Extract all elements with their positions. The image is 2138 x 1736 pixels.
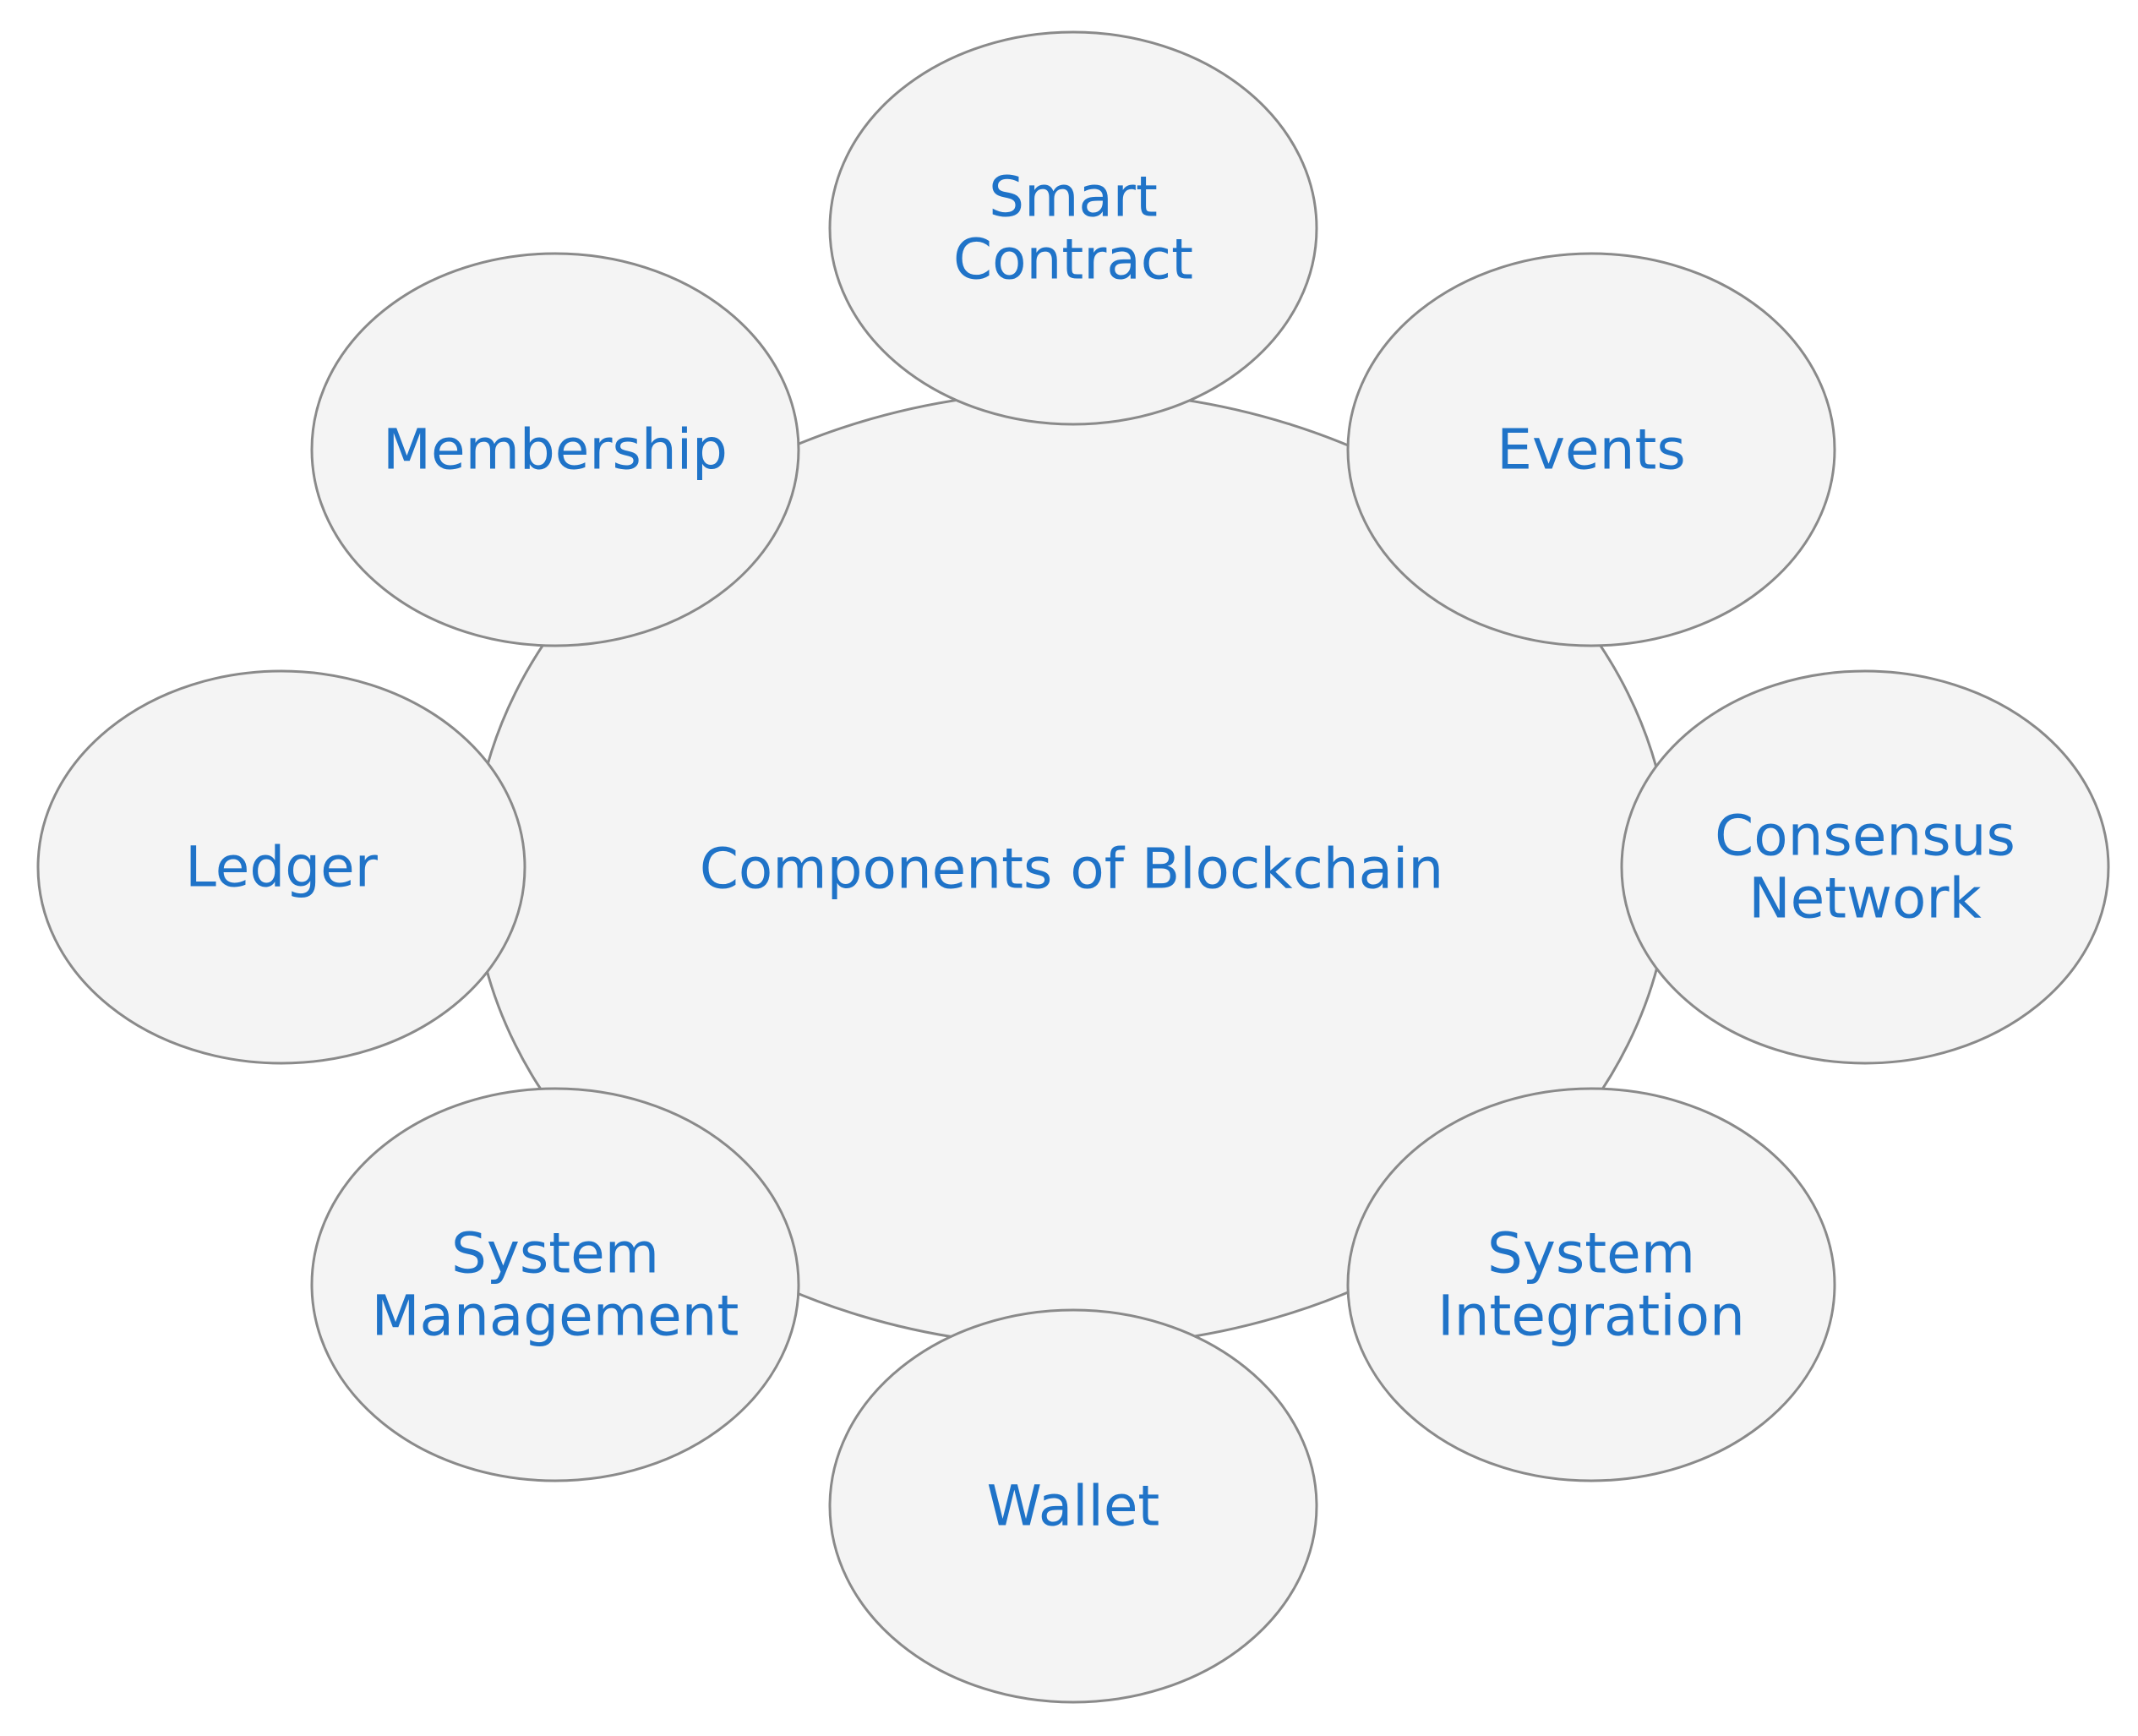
component-circle-consensus-network <box>1620 669 2110 1065</box>
component-circle-smart-contract <box>828 30 1318 426</box>
component-label-events: Events <box>1497 418 1685 483</box>
component-circle-membership <box>310 252 800 647</box>
component-label-consensus-network-line-2: Network <box>1748 866 1982 931</box>
component-label-system-integration-line-2: Integration <box>1437 1284 1745 1349</box>
center-node: Components of Blockchain <box>472 390 1672 1348</box>
center-label: Components of Blockchain <box>700 837 1443 902</box>
component-circle-ledger <box>36 669 526 1065</box>
component-label-system-integration-line-1: System <box>1487 1221 1695 1286</box>
component-nodes: SmartContractEventsConsensusNetworkSyste… <box>36 30 2110 1704</box>
component-node-events: Events <box>1346 252 1836 647</box>
component-label-system-management-line-1: System <box>451 1221 659 1286</box>
component-label-smart-contract-line-2: Contract <box>953 227 1193 292</box>
component-circle-events <box>1346 252 1836 647</box>
component-label-wallet: Wallet <box>987 1474 1160 1539</box>
component-label-ledger: Ledger <box>185 835 379 900</box>
component-circle-system-integration <box>1346 1087 1836 1482</box>
component-label-consensus-network-line-1: Consensus <box>1715 804 2015 869</box>
component-node-wallet: Wallet <box>828 1308 1318 1704</box>
component-label-membership: Membership <box>383 418 728 483</box>
component-circle-wallet <box>828 1308 1318 1704</box>
component-node-ledger: Ledger <box>36 669 526 1065</box>
component-node-membership: Membership <box>310 252 800 647</box>
component-circle-system-management <box>310 1087 800 1482</box>
component-label-smart-contract-line-1: Smart <box>989 165 1158 230</box>
component-label-system-management-line-2: Management <box>372 1284 739 1349</box>
